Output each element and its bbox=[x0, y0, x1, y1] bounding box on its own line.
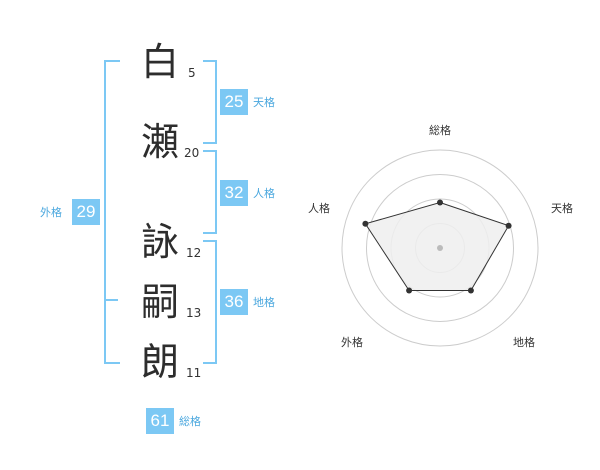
jinkaku-label: 人格 bbox=[253, 187, 275, 200]
radar-ring-3 bbox=[366, 174, 514, 322]
tenkaku-label: 天格 bbox=[253, 96, 275, 109]
radar-polygon bbox=[364, 201, 510, 291]
name-char-4: 嗣 bbox=[140, 280, 179, 324]
radar-label-soukaku: 総格 bbox=[429, 123, 451, 137]
name-char-3: 詠 bbox=[140, 220, 179, 264]
name-char-4-strokes: 13 bbox=[186, 306, 202, 320]
soukaku-value-badge: 61 bbox=[146, 408, 174, 434]
radar-point-0 bbox=[437, 199, 443, 206]
radar-ring-4 bbox=[341, 149, 539, 347]
chikaku-label: 地格 bbox=[253, 296, 275, 309]
name-char-5: 朗 bbox=[140, 340, 179, 384]
radar-point-2 bbox=[467, 287, 474, 294]
name-char-3-strokes: 12 bbox=[186, 246, 202, 260]
soukaku-label: 総格 bbox=[179, 415, 201, 428]
radar-chart: 総格 天格 地格 外格 人格 bbox=[308, 123, 573, 349]
radar-label-chikaku: 地格 bbox=[513, 335, 535, 349]
radar-point-4 bbox=[362, 220, 369, 227]
gaikaku-value-badge: 29 bbox=[72, 199, 100, 225]
name-char-2: 瀬 bbox=[140, 120, 179, 164]
jinkaku-value-badge: 32 bbox=[220, 180, 248, 206]
chikaku-bracket bbox=[203, 240, 217, 364]
radar-label-jinkaku: 人格 bbox=[308, 201, 330, 215]
radar-points bbox=[362, 199, 512, 294]
radar-center-dot bbox=[437, 245, 443, 251]
chikaku-value-badge: 36 bbox=[220, 289, 248, 315]
gaikaku-bracket-tick bbox=[104, 299, 118, 301]
gaikaku-label: 外格 bbox=[40, 206, 62, 219]
radar-point-1 bbox=[505, 222, 512, 229]
jinkaku-bracket bbox=[203, 150, 217, 234]
name-char-5-strokes: 11 bbox=[186, 366, 202, 380]
tenkaku-bracket bbox=[203, 60, 217, 144]
name-char-1-strokes: 5 bbox=[188, 66, 196, 80]
radar-label-gaikaku: 外格 bbox=[341, 335, 363, 349]
name-char-1: 白 bbox=[140, 40, 179, 84]
name-char-2-strokes: 20 bbox=[184, 146, 200, 160]
radar-label-tenkaku: 天格 bbox=[551, 201, 573, 215]
gaikaku-bracket bbox=[104, 60, 120, 364]
tenkaku-value-badge: 25 bbox=[220, 89, 248, 115]
radar-point-3 bbox=[406, 287, 413, 294]
